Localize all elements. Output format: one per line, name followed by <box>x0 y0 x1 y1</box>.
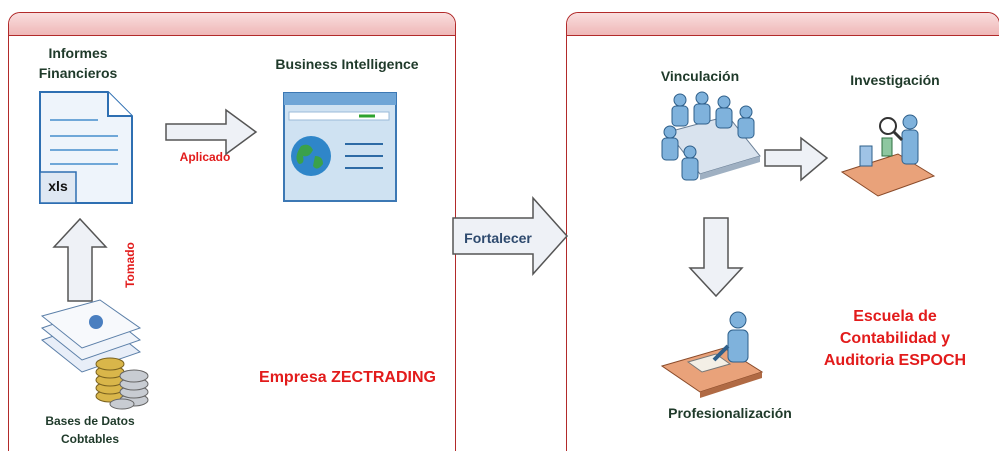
professional-desk-icon <box>660 311 764 398</box>
tomado-label: Tomado <box>123 242 137 288</box>
company-label: Empresa ZECTRADING <box>259 369 436 386</box>
left-panel-header <box>9 13 455 36</box>
school-label: Escuela de Contabilidad y Auditoria ESPO… <box>823 308 967 369</box>
bases-de-datos-label: Bases de Datos Cobtables <box>45 414 135 446</box>
research-lab-icon <box>840 114 936 197</box>
arrow-right-small-icon <box>764 136 829 182</box>
right-panel <box>566 12 999 451</box>
aplicado-label: Aplicado <box>179 150 231 164</box>
investigacion-label: Investigación <box>850 72 940 88</box>
arrow-up-icon <box>52 217 108 302</box>
fortalecer-label: Fortalecer <box>464 230 532 246</box>
right-panel-header <box>567 13 999 36</box>
meeting-group-icon <box>661 91 761 181</box>
document-icon <box>39 91 133 204</box>
informes-financieros-label: Informes Financieros <box>38 45 118 81</box>
fortalecer-arrow-icon <box>452 196 569 276</box>
database-documents-coins-icon <box>40 299 149 410</box>
arrow-right-icon <box>165 108 258 156</box>
business-intelligence-window-icon <box>283 92 397 202</box>
business-intelligence-label: Business Intelligence <box>275 56 419 72</box>
file-extension-label: xls <box>48 178 68 194</box>
vinculacion-label: Vinculación <box>660 68 740 84</box>
profesionalizacion-label: Profesionalización <box>668 405 792 421</box>
arrow-down-icon <box>688 217 744 298</box>
